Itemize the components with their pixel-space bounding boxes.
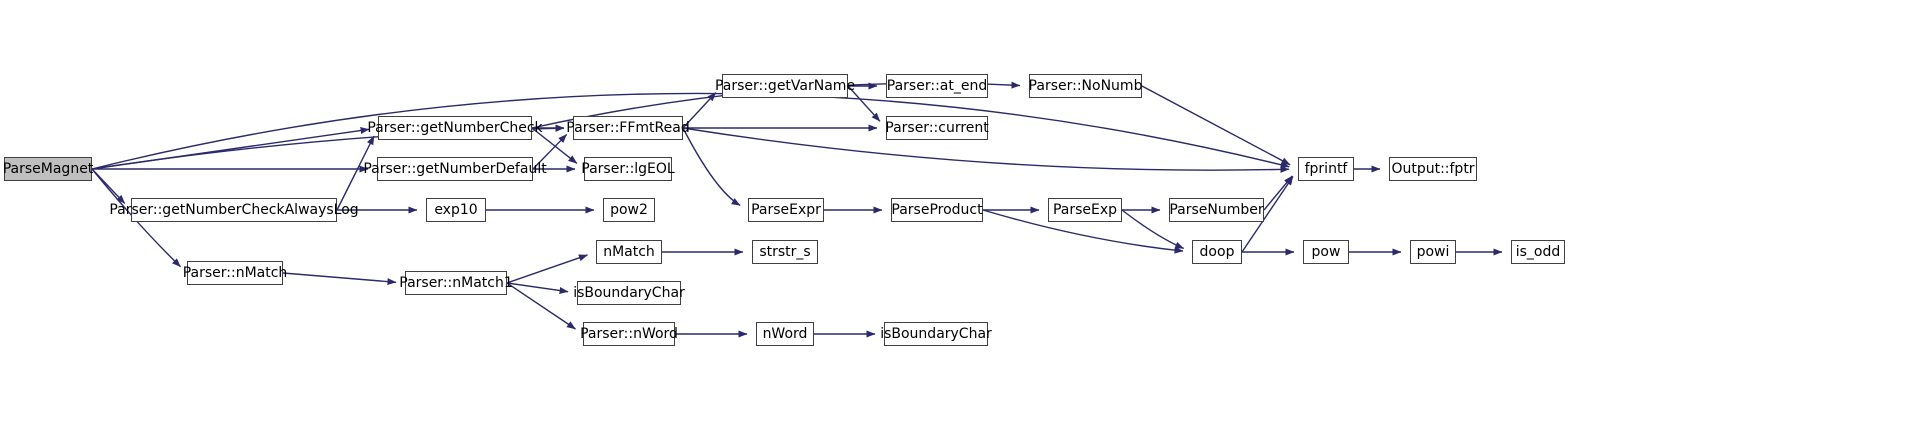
- graph-node-label: Parser::nMatch1: [399, 275, 513, 291]
- graph-node-ParseNumber[interactable]: ParseNumber: [1169, 198, 1264, 222]
- graph-node-FFmtRead[interactable]: Parser::FFmtRead: [566, 116, 690, 140]
- graph-edge-doop-to-fprintf: [1241, 176, 1294, 253]
- graph-node-isBoundaryChar[interactable]: isBoundaryChar: [573, 281, 685, 305]
- graph-node-fprintf[interactable]: fprintf: [1298, 157, 1354, 181]
- graph-node-label: Parser::NoNumb: [1028, 78, 1143, 94]
- graph-node-nWord[interactable]: Parser::nWord: [580, 322, 678, 346]
- graph-edge-ParseExp-to-doop: [1121, 209, 1185, 250]
- graph-node-label: nMatch: [603, 244, 655, 260]
- graph-node-label: powi: [1416, 244, 1450, 260]
- graph-node-at_end[interactable]: Parser::at_end: [886, 74, 988, 98]
- graph-node-label: Parser::getNumberDefault: [363, 161, 547, 177]
- graph-node-label: ParseNumber: [1169, 202, 1264, 218]
- graph-edge-getVarName-to-current: [847, 85, 881, 122]
- graph-node-label: fprintf: [1304, 161, 1348, 177]
- graph-node-label: exp10: [434, 202, 478, 218]
- graph-node-label: doop: [1199, 244, 1235, 260]
- graph-node-label: Parser::nWord: [580, 326, 678, 342]
- graph-node-label: Parser::lgEOL: [581, 161, 675, 177]
- graph-edge-nMatch1-to-nWord: [506, 282, 576, 330]
- graph-node-ParseProduct[interactable]: ParseProduct: [891, 198, 983, 222]
- graph-node-label: ParseMagnet: [2, 161, 94, 177]
- graph-node-exp10[interactable]: exp10: [426, 198, 486, 222]
- graph-node-nMatchPlain[interactable]: nMatch: [596, 240, 662, 264]
- graph-edge-FFmtRead-to-ParseExpr: [682, 127, 741, 207]
- graph-node-label: Parser::getNumberCheck: [367, 120, 543, 136]
- graph-node-current[interactable]: Parser::current: [885, 116, 989, 140]
- graph-edge-FFmtRead-to-getVarName: [682, 92, 717, 129]
- graph-edge-FFmtRead-to-fprintf: [682, 127, 1290, 173]
- graph-node-NoNumb[interactable]: Parser::NoNumb: [1029, 74, 1142, 98]
- graph-edge-nMatch1-to-isBoundaryChar: [506, 282, 569, 294]
- graph-node-label: Parser::at_end: [886, 78, 988, 94]
- graph-edge-getNumberCheck-to-lgEOL: [531, 127, 578, 164]
- graph-node-label: isBoundaryChar: [573, 285, 685, 301]
- graph-node-label: pow: [1311, 244, 1341, 260]
- graph-node-getNumberCheck[interactable]: Parser::getNumberCheck: [367, 116, 543, 140]
- graph-node-isBoundaryChar2[interactable]: isBoundaryChar: [880, 322, 992, 346]
- graph-edge-ParseMagnet-to-fprintf: [91, 92, 1290, 170]
- graph-edge-ParseProduct-to-doop: [982, 209, 1184, 254]
- graph-node-label: Parser::getNumberCheckAlwaysLog: [109, 202, 359, 218]
- graph-node-label: ParseProduct: [891, 202, 983, 218]
- graph-node-label: is_odd: [1515, 244, 1561, 260]
- graph-node-label: isBoundaryChar: [880, 326, 992, 342]
- graph-node-label: Parser::nMatch: [182, 265, 288, 281]
- graph-edge-getNumberDefault-to-FFmtRead: [532, 133, 568, 170]
- graph-node-pow[interactable]: pow: [1303, 240, 1349, 264]
- graph-node-label: pow2: [610, 202, 648, 218]
- graph-edge-nMatch-to-nMatch1: [282, 272, 397, 286]
- graph-edge-nMatch1-to-nMatchPlain: [506, 254, 588, 284]
- graph-edge-ParseMagnet-to-nMatch: [91, 168, 182, 268]
- graph-node-getNumberCheckAlwaysLog[interactable]: Parser::getNumberCheckAlwaysLog: [109, 198, 359, 222]
- graph-node-label: nWord: [762, 326, 808, 342]
- graph-node-label: Output::fptr: [1391, 161, 1475, 177]
- graph-node-ParseMagnet[interactable]: ParseMagnet: [2, 157, 94, 181]
- graph-node-doop[interactable]: doop: [1192, 240, 1242, 264]
- graph-node-label: ParseExp: [1052, 202, 1118, 218]
- graph-node-label: Parser::current: [885, 120, 989, 136]
- graph-node-nMatch1[interactable]: Parser::nMatch1: [399, 271, 513, 295]
- graph-node-label: Parser::getVarName: [714, 78, 856, 94]
- graph-node-pow2[interactable]: pow2: [603, 198, 655, 222]
- graph-node-ParseExpr[interactable]: ParseExpr: [748, 198, 824, 222]
- graph-edge-NoNumb-to-fprintf: [1141, 85, 1291, 166]
- graph-edge-ParseNumber-to-fprintf: [1263, 175, 1293, 211]
- graph-node-Output_fptr[interactable]: Output::fptr: [1389, 157, 1477, 181]
- graph-node-label: ParseExpr: [751, 202, 821, 218]
- graph-node-strstr_s[interactable]: strstr_s: [752, 240, 818, 264]
- graph-node-ParseExp[interactable]: ParseExp: [1048, 198, 1122, 222]
- graph-node-lgEOL[interactable]: Parser::lgEOL: [581, 157, 675, 181]
- graph-node-nWordPlain[interactable]: nWord: [756, 322, 814, 346]
- graph-node-powi[interactable]: powi: [1410, 240, 1456, 264]
- graph-node-nMatch[interactable]: Parser::nMatch: [183, 261, 287, 285]
- graph-edge-getNumberCheckAlwaysLog-to-getNumberCheck: [336, 135, 375, 211]
- graph-node-getNumberDefault[interactable]: Parser::getNumberDefault: [363, 157, 547, 181]
- graph-node-getVarName[interactable]: Parser::getVarName: [715, 74, 855, 98]
- graph-node-label: strstr_s: [759, 244, 811, 260]
- graph-node-label: Parser::FFmtRead: [566, 120, 690, 136]
- graph-node-is_odd[interactable]: is_odd: [1511, 240, 1565, 264]
